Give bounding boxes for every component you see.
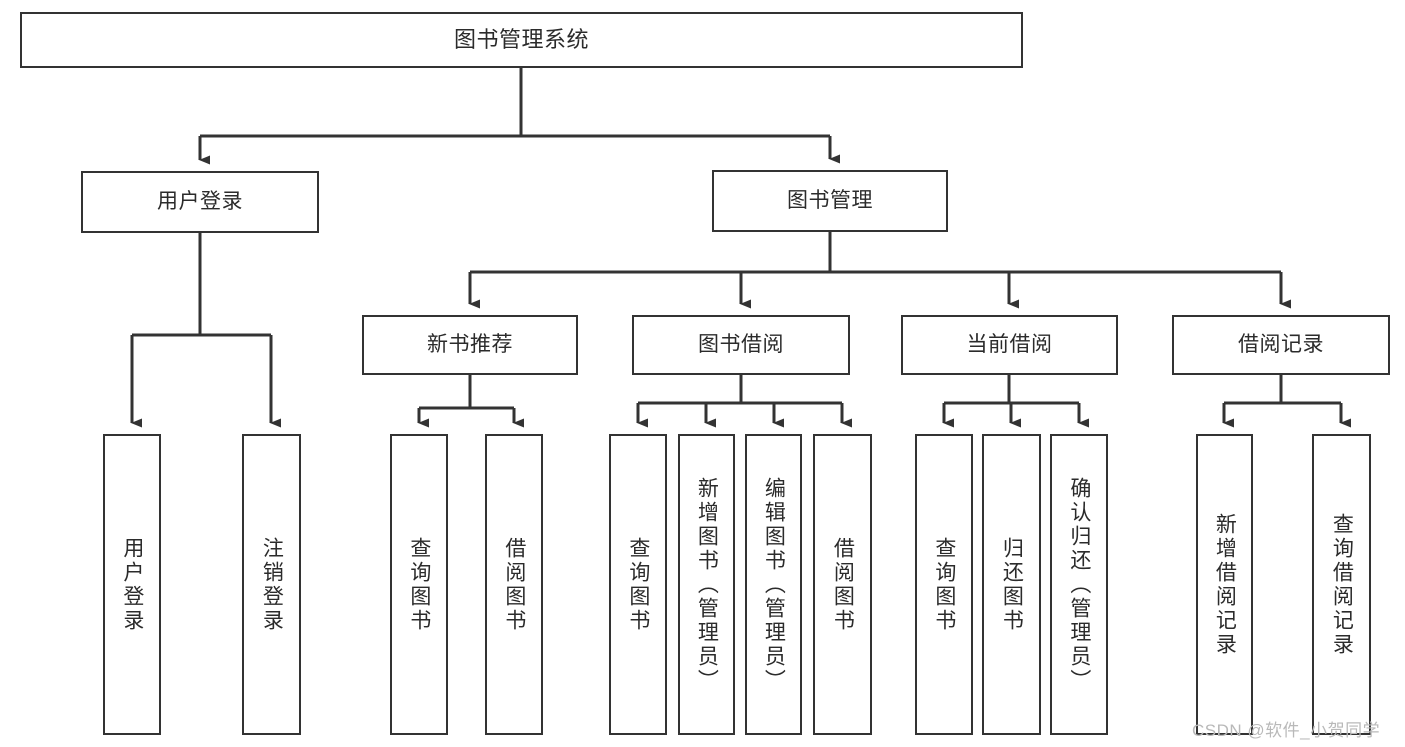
node-leaf-confirm-return-admin[interactable]: 确认归还（管理员） xyxy=(1050,434,1108,735)
node-leaf-query-book-cur[interactable]: 查询图书 xyxy=(915,434,973,735)
node-book-borrow[interactable]: 图书借阅 xyxy=(632,315,850,375)
node-borrow-record[interactable]: 借阅记录 xyxy=(1172,315,1390,375)
node-leaf-return-book[interactable]: 归还图书 xyxy=(982,434,1041,735)
node-book-management[interactable]: 图书管理 xyxy=(712,170,948,232)
node-leaf-logout-login[interactable]: 注销登录 xyxy=(242,434,301,735)
node-leaf-query-book-rec[interactable]: 查询图书 xyxy=(390,434,448,735)
node-leaf-borrow-book-brw[interactable]: 借阅图书 xyxy=(813,434,872,735)
csdn-watermark: CSDN @软件_小贺同学 xyxy=(1192,721,1381,740)
node-user-login[interactable]: 用户登录 xyxy=(81,171,319,233)
node-current-borrow[interactable]: 当前借阅 xyxy=(901,315,1118,375)
node-leaf-query-borrow-record[interactable]: 查询借阅记录 xyxy=(1312,434,1371,735)
node-leaf-add-borrow-record[interactable]: 新增借阅记录 xyxy=(1196,434,1253,735)
node-leaf-edit-book-admin[interactable]: 编辑图书（管理员） xyxy=(745,434,802,735)
node-root-system[interactable]: 图书管理系统 xyxy=(20,12,1023,68)
node-leaf-add-book-admin[interactable]: 新增图书（管理员） xyxy=(678,434,735,735)
node-leaf-borrow-book-rec[interactable]: 借阅图书 xyxy=(485,434,543,735)
node-leaf-query-book-brw[interactable]: 查询图书 xyxy=(609,434,667,735)
node-leaf-user-login[interactable]: 用户登录 xyxy=(103,434,161,735)
node-new-book-recommend[interactable]: 新书推荐 xyxy=(362,315,578,375)
